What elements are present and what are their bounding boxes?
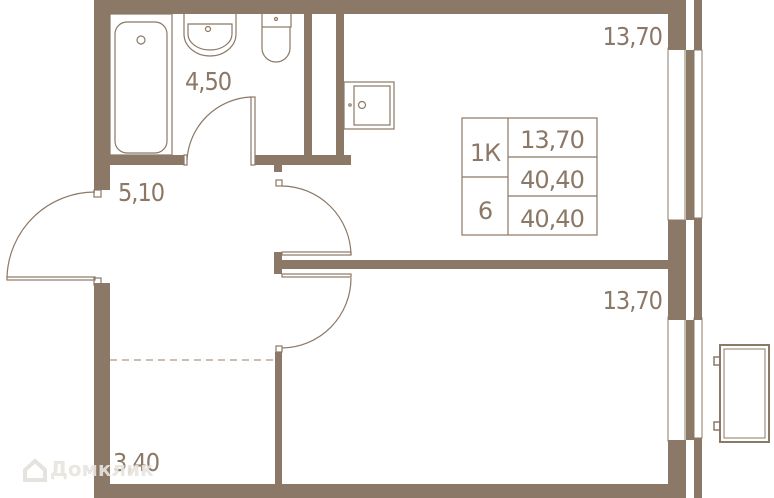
watermark-text: Домклик <box>50 457 154 481</box>
kitchen-sink <box>343 81 395 130</box>
wall-left-lower <box>94 283 110 498</box>
wall-storage-right <box>275 352 282 498</box>
wall-right-pier-mid <box>668 220 686 320</box>
bathtub <box>109 13 173 156</box>
room-area-storage: 3,40 <box>113 448 159 477</box>
wall-bottom <box>94 484 686 498</box>
wall-partition-horizontal <box>282 260 668 269</box>
windows <box>667 47 703 442</box>
watermark: Домклик <box>23 457 154 482</box>
wall-shaft-right <box>336 10 344 165</box>
room-area-bedroom: 13,70 <box>603 286 662 315</box>
summary-table: 1К 6 13,70 40,40 40,40 <box>461 117 598 236</box>
room-area-bathroom: 4,50 <box>185 67 231 96</box>
door-bathroom <box>186 96 252 161</box>
total-area-balcony-value: 40,40 <box>520 205 584 233</box>
home-icon <box>23 458 47 482</box>
door-bedroom <box>281 277 352 349</box>
wall-left-upper <box>94 0 110 190</box>
floor-number: 6 <box>478 197 492 225</box>
total-area-value: 40,40 <box>520 166 584 194</box>
toilet <box>261 9 292 63</box>
ac-unit <box>713 344 770 443</box>
wall-bathroom-bottom <box>94 155 184 165</box>
window-mullion-2 <box>686 320 694 440</box>
apartment-type: 1К <box>470 139 501 167</box>
window-mullion-1 <box>686 50 694 220</box>
wall-right-bottom <box>668 440 686 498</box>
window-kitchen <box>667 47 686 221</box>
wall-top <box>94 0 686 14</box>
door-kitchen <box>281 185 352 256</box>
sink <box>183 14 237 57</box>
living-area-value: 13,70 <box>520 126 584 154</box>
room-area-hallway: 5,10 <box>118 178 164 207</box>
room-area-kitchen-living: 13,70 <box>603 22 662 51</box>
walls <box>94 0 702 498</box>
doors <box>6 96 352 353</box>
window-bedroom <box>667 316 686 442</box>
wall-right-top <box>668 0 686 50</box>
wall-shaft-left <box>304 10 312 165</box>
door-entrance <box>6 191 96 278</box>
